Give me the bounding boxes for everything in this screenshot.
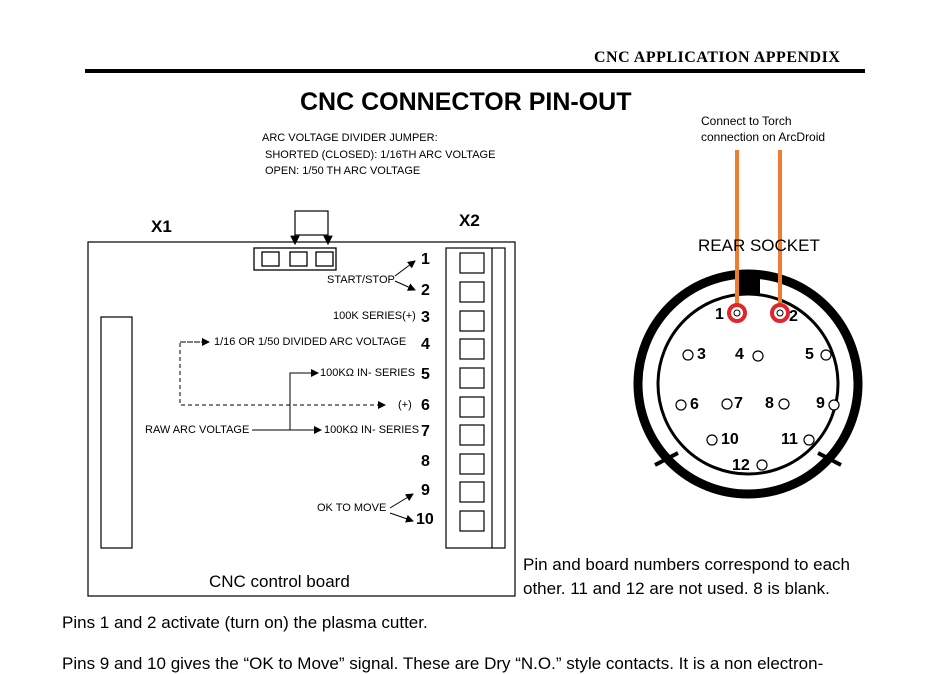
correspond-note-line1: Pin and board numbers correspond to each — [523, 555, 850, 574]
jumper-bracket — [290, 210, 333, 246]
jumper-note-line3: OPEN: 1/50 TH ARC VOLTAGE — [265, 165, 421, 177]
socket-pin-2: 2 — [789, 308, 798, 325]
start-stop-label: START/STOP — [327, 274, 395, 286]
board-pin-2: 2 — [421, 282, 430, 299]
socket-pin-12: 12 — [732, 457, 750, 474]
series-plus-label: 100K SERIES(+) — [333, 310, 416, 322]
rear-socket — [633, 269, 863, 499]
body-paragraph-2: Pins 9 and 10 gives the “OK to Move” sig… — [62, 654, 824, 673]
socket-pin-8: 8 — [765, 395, 774, 412]
ok-to-move-label: OK TO MOVE — [317, 502, 387, 514]
jumper-note-line2: SHORTED (CLOSED): 1/16TH ARC VOLTAGE — [265, 149, 496, 161]
socket-pin-9: 9 — [816, 395, 825, 412]
torch-wires — [735, 150, 782, 308]
control-board-outline — [87, 241, 516, 597]
x2-terminal-strip — [445, 247, 506, 549]
board-pin-4: 4 — [421, 336, 430, 353]
plus-6-label: (+) — [398, 399, 412, 411]
body-paragraph-1: Pins 1 and 2 activate (turn on) the plas… — [62, 613, 428, 632]
socket-pin-1: 1 — [715, 306, 724, 323]
raw-arc-voltage-label: RAW ARC VOLTAGE — [145, 424, 250, 436]
socket-pin-3: 3 — [697, 346, 706, 363]
socket-pin-4: 4 — [735, 346, 744, 363]
wiring — [179, 260, 416, 523]
board-pin-5: 5 — [421, 366, 430, 383]
board-pin-9: 9 — [421, 482, 430, 499]
board-pin-3: 3 — [421, 309, 430, 326]
board-pin-6: 6 — [421, 397, 430, 414]
x1-label: X1 — [151, 217, 172, 236]
torch-pin-rings — [727, 303, 790, 323]
divided-voltage-label: 1/16 OR 1/50 DIVIDED ARC VOLTAGE — [214, 336, 407, 348]
appendix-header: CNC APPLICATION APPENDIX — [594, 49, 841, 66]
board-pin-1: 1 — [421, 251, 430, 268]
rear-socket-label: REAR SOCKET — [698, 236, 820, 255]
socket-pin-6: 6 — [690, 396, 699, 413]
torch-note-line1: Connect to Torch — [701, 114, 792, 128]
socket-pin-5: 5 — [805, 346, 814, 363]
x1-connector — [100, 316, 133, 549]
jumper-note-line1: ARC VOLTAGE DIVIDER JUMPER: — [262, 132, 438, 144]
socket-pin-holes — [675, 349, 840, 471]
socket-pin-7: 7 — [734, 395, 743, 412]
page-title: CNC CONNECTOR PIN-OUT — [300, 88, 632, 116]
socket-pin-10: 10 — [721, 431, 739, 448]
board-pin-7: 7 — [421, 423, 430, 440]
board-name: CNC control board — [209, 572, 350, 591]
correspond-note-line2: other. 11 and 12 are not used. 8 is blan… — [523, 579, 830, 598]
header-rule — [85, 69, 865, 73]
in-series-7-label: 100KΩ IN- SERIES — [324, 424, 420, 436]
board-pin-10: 10 — [416, 511, 434, 528]
x2-label: X2 — [459, 211, 480, 230]
torch-note-line2: connection on ArcDroid — [701, 130, 826, 144]
jumper-header — [253, 247, 337, 271]
socket-pin-11: 11 — [781, 431, 798, 448]
in-series-5-label: 100KΩ IN- SERIES — [320, 367, 416, 379]
board-pin-8: 8 — [421, 453, 430, 470]
